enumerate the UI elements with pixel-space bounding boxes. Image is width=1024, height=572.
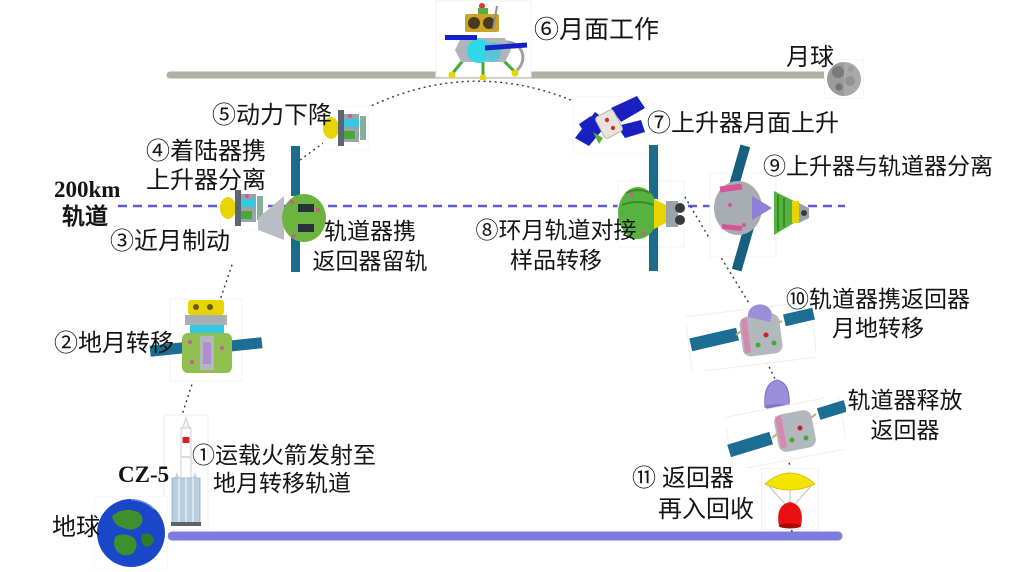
label-earth: 地球 bbox=[52, 515, 100, 541]
label-step9: ⑨上升器与轨道器分离 bbox=[763, 154, 993, 179]
label-moon: 月球 bbox=[786, 45, 834, 71]
moon-icon bbox=[824, 59, 864, 99]
trajectory-descent-ascent-arc bbox=[356, 80, 590, 114]
label-step1-line1: ①运载火箭发射至 bbox=[192, 443, 376, 468]
orbiter-release-icon bbox=[726, 398, 846, 468]
label-step10-line1: ⑩轨道器携返回器 bbox=[786, 287, 970, 312]
docked-combo-icon bbox=[616, 143, 688, 273]
lander-surface-icon bbox=[435, 0, 532, 80]
label-step3: ③近月制动 bbox=[110, 229, 230, 255]
label-release-line1: 轨道器释放 bbox=[847, 388, 963, 413]
label-step1: ①运载火箭发射至 地月转移轨道 bbox=[192, 442, 376, 498]
separation-pair-icon bbox=[708, 143, 810, 273]
label-step4-line2: 上升器分离 bbox=[146, 168, 266, 194]
label-step5: ⑤动力下降 bbox=[212, 103, 332, 129]
label-step10: ⑩轨道器携返回器 月地转移 bbox=[780, 285, 976, 343]
label-orbiter-retain-line2: 返回器留轨 bbox=[312, 249, 428, 274]
label-step7: ⑦上升器月面上升 bbox=[647, 111, 839, 137]
label-step1-line2: 地月转移轨道 bbox=[213, 471, 351, 496]
label-step4: ④着陆器携 上升器分离 bbox=[146, 138, 266, 196]
label-step8-line1: ⑧环月轨道对接 bbox=[475, 218, 637, 243]
label-step11-line2: 再入回收 bbox=[658, 497, 754, 523]
rocket-icon bbox=[163, 414, 209, 532]
label-release-line2: 返回器 bbox=[870, 418, 940, 443]
ascender-icon bbox=[573, 96, 647, 154]
label-rocket: CZ-5 bbox=[118, 462, 170, 487]
label-step6: ⑥月面工作 bbox=[534, 17, 660, 44]
stack-transfer-icon bbox=[148, 298, 264, 382]
label-orbit-word: 轨道 bbox=[62, 204, 108, 229]
label-step8: ⑧环月轨道对接 样品转移 bbox=[468, 216, 644, 276]
earth-icon bbox=[94, 496, 168, 570]
label-orbiter-retain: 轨道器携 返回器留轨 bbox=[305, 217, 435, 277]
label-step4-line1: ④着陆器携 bbox=[146, 139, 266, 165]
label-release: 轨道器释放 返回器 bbox=[835, 386, 975, 446]
label-step11-line1: ⑪ 返回器 bbox=[632, 466, 734, 492]
trajectory-release-2 bbox=[785, 440, 791, 469]
label-step8-line2: 样品转移 bbox=[510, 248, 602, 273]
orbiter-retain-icon bbox=[258, 146, 332, 272]
parachute-reentry-icon bbox=[761, 468, 819, 530]
label-orbiter-retain-line1: 轨道器携 bbox=[324, 219, 416, 244]
orbiter-transfer-icon bbox=[686, 301, 816, 371]
lander-descent-icon bbox=[323, 106, 369, 150]
label-orbit-altitude: 200km bbox=[54, 177, 121, 202]
label-step10-line2: 月地转移 bbox=[832, 316, 924, 341]
label-step2: ②地月转移 bbox=[54, 331, 174, 357]
